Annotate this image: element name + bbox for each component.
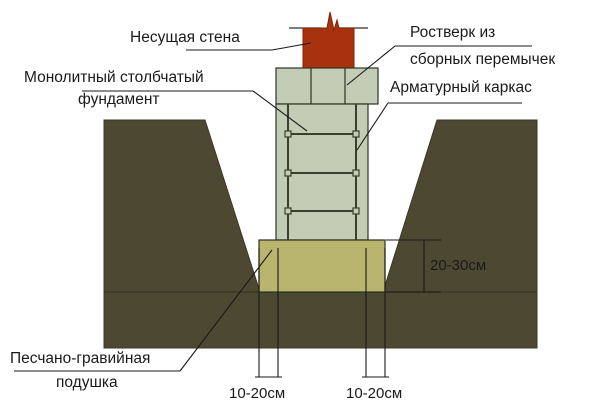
rebar-node bbox=[352, 207, 360, 215]
soil-group bbox=[103, 119, 538, 349]
wall-brick-body bbox=[302, 11, 355, 69]
leader-line-monolithic bbox=[252, 90, 308, 132]
label-sand-gravel-cushion: Песчано-гравийная подушка bbox=[10, 249, 273, 391]
label-text-cushion-line1: Песчано-гравийная bbox=[10, 350, 150, 367]
label-bearing-wall: Несущая стена bbox=[130, 29, 312, 51]
leader-line-bearing-wall bbox=[271, 42, 312, 51]
leader-line-rebar-cage bbox=[356, 102, 389, 151]
rebar-node bbox=[284, 130, 292, 138]
dimension-label-overhang-right: 10-20см bbox=[346, 385, 402, 402]
label-text-monolithic-line2: фундамент bbox=[78, 91, 160, 108]
dimension-overhang-right: 10-20см bbox=[346, 248, 402, 402]
label-monolithic-column-foundation: Монолитный столбчатый фундамент bbox=[24, 69, 308, 132]
label-text-monolithic-line1: Монолитный столбчатый bbox=[24, 69, 204, 86]
bearing-wall-block bbox=[289, 11, 368, 69]
label-text-cushion-line2: подушка bbox=[56, 374, 118, 391]
label-text-bearing-wall: Несущая стена bbox=[130, 29, 240, 46]
rebar-node bbox=[284, 207, 292, 215]
dimension-overhang-left: 10-20см bbox=[229, 248, 285, 402]
grillage-beams bbox=[275, 67, 379, 105]
rebar-node bbox=[284, 169, 292, 177]
label-text-grillage-line1: Ростверк из bbox=[410, 24, 495, 41]
rebar-node bbox=[352, 169, 360, 177]
rebar-cage-shape bbox=[284, 104, 360, 240]
label-grillage: Ростверк из сборных перемычек bbox=[346, 24, 555, 86]
soil-left bbox=[103, 119, 261, 293]
grillage-row bbox=[275, 67, 379, 105]
dimension-cushion-thickness: 20-30см bbox=[386, 239, 486, 293]
dimension-label-cushion-thickness: 20-30см bbox=[430, 257, 486, 274]
label-text-rebar-cage: Арматурный каркас bbox=[390, 79, 532, 96]
rebar-node bbox=[352, 130, 360, 138]
leader-line-cushion bbox=[179, 249, 273, 372]
leader-line-grillage bbox=[346, 45, 396, 86]
dimension-label-overhang-left: 10-20см bbox=[229, 385, 285, 402]
label-text-grillage-line2: сборных перемычек bbox=[410, 51, 555, 68]
label-rebar-cage: Арматурный каркас bbox=[356, 79, 532, 151]
soil-bottom bbox=[103, 291, 538, 349]
